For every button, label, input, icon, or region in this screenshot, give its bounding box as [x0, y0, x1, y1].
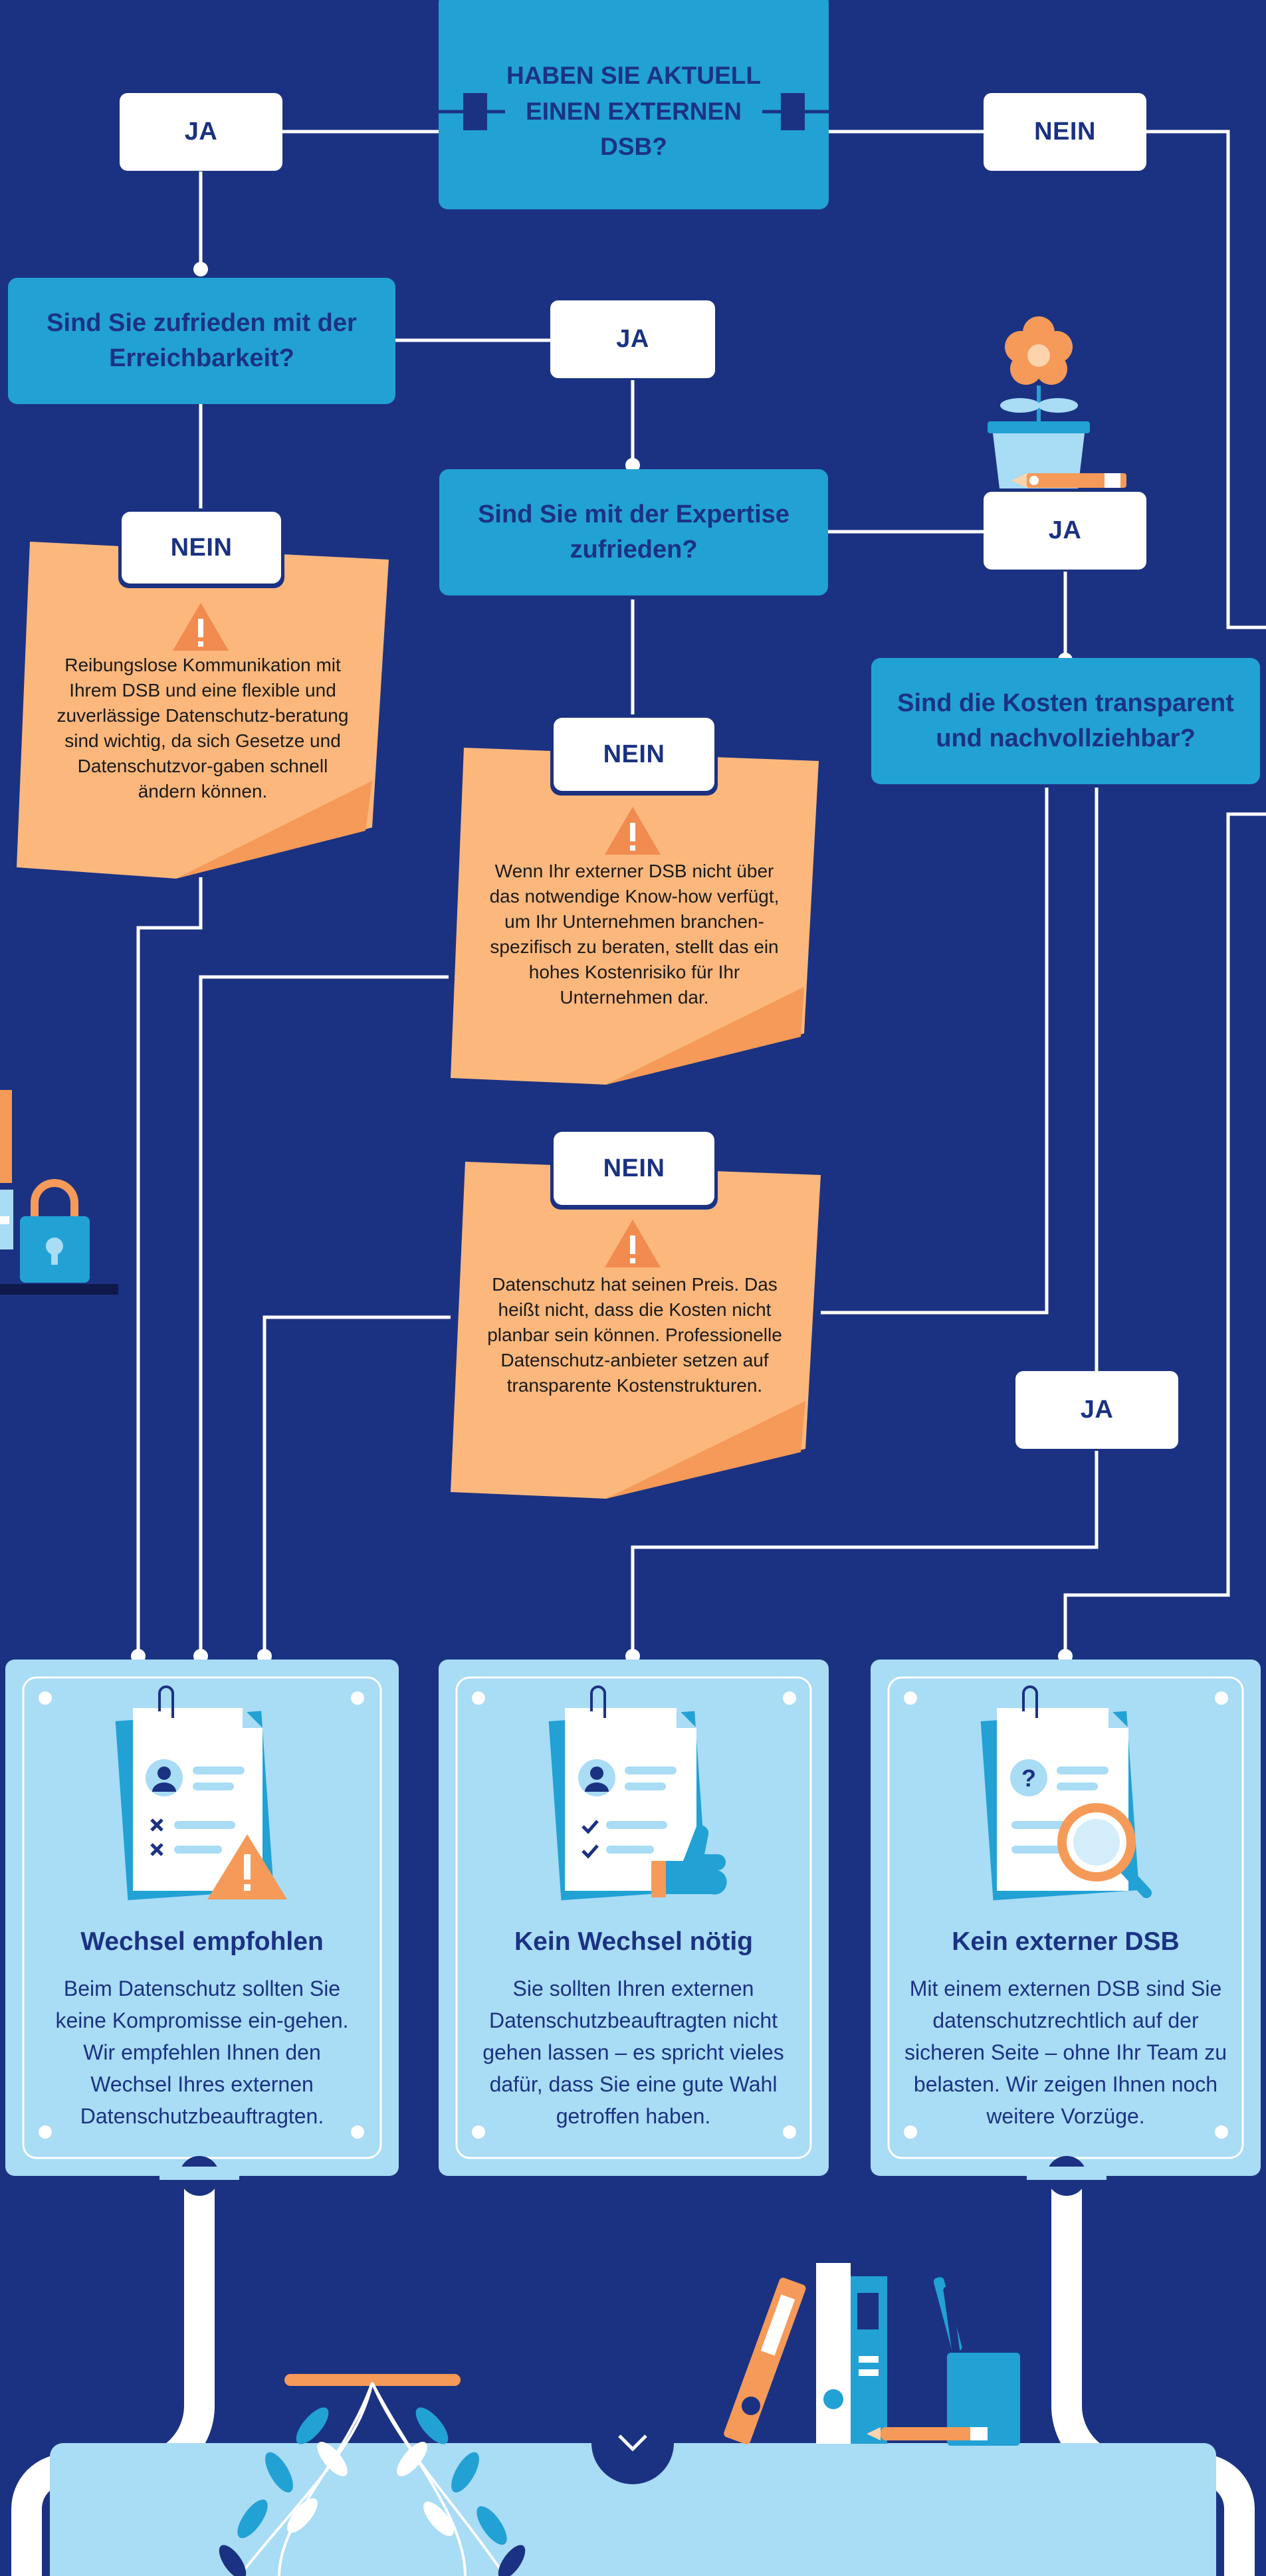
result-title-no-switch: Kein Wechsel nötig — [514, 1927, 753, 1956]
result-text-no-switch: Sie sollten Ihren externen Datenschutzbe… — [482, 1977, 784, 2128]
expertise-question-text: Sind Sie mit der Expertise zufrieden? — [478, 500, 790, 564]
document-search-icon: ? — [980, 1685, 1152, 1901]
padlock-icon — [0, 1090, 118, 1295]
result-text-switch: Beim Datenschutz sollten Sie keine Kompr… — [55, 1977, 349, 2128]
reachability-question-box — [8, 278, 395, 404]
svg-text:?: ? — [1021, 1765, 1036, 1792]
start-question-box — [439, 0, 829, 209]
chevron-down-icon[interactable] — [618, 2434, 647, 2452]
flower-pot-icon — [988, 316, 1090, 488]
bottom-shelf — [50, 2443, 1216, 2576]
result-title-no-dsb: Kein externer DSB — [952, 1927, 1180, 1956]
answer-label-ja-start: JA — [184, 118, 218, 146]
connector-lines — [136, 130, 1266, 1655]
start-question-connectors — [439, 93, 829, 130]
start-question-text: HABEN SIE AKTUELL EINEN EXTERNEN DSB? — [506, 62, 762, 161]
pen-cup-icon — [867, 2277, 1020, 2446]
note-expertise — [451, 714, 819, 1085]
plant-icon — [219, 2374, 526, 2576]
document-warning-icon — [115, 1685, 287, 1901]
document-thumbs-up-icon — [548, 1685, 727, 1901]
answer-label-nein-expertise: NEIN — [603, 740, 665, 768]
answer-label-nein-costs: NEIN — [603, 1154, 665, 1182]
costs-question-text: Sind die Kosten transparent und nachvoll… — [897, 689, 1234, 752]
note-reachability-text: Reibungslose Kommunikation mit Ihrem DSB… — [56, 655, 349, 802]
answer-pills — [120, 93, 1178, 1449]
pencil-icon — [1011, 473, 1126, 488]
note-costs — [451, 1128, 821, 1499]
note-reachability — [17, 508, 389, 879]
answer-label-nein-reachability: NEIN — [170, 533, 233, 562]
result-text-no-dsb: Mit einem externen DSB sind Sie datensch… — [904, 1977, 1227, 2128]
result-title-switch: Wechsel empfohlen — [80, 1927, 324, 1956]
note-expertise-text: Wenn Ihr externer DSB nicht über das not… — [489, 861, 780, 1008]
note-costs-text: Datenschutz hat seinen Preis. Das heißt … — [487, 1274, 782, 1396]
reachability-question-text: Sind Sie zufrieden mit der Erreichbarkei… — [47, 308, 357, 372]
binder-icon — [724, 2263, 887, 2444]
answer-label-ja-expertise: JA — [1048, 516, 1082, 544]
answer-label-ja-reachability: JA — [616, 325, 649, 353]
result-card-shapes — [5, 1660, 1261, 2176]
expertise-question-box — [439, 469, 828, 595]
answer-label-ja-costs: JA — [1080, 1396, 1114, 1424]
answer-label-nein-start: NEIN — [1034, 118, 1096, 146]
costs-question-box — [871, 658, 1260, 784]
